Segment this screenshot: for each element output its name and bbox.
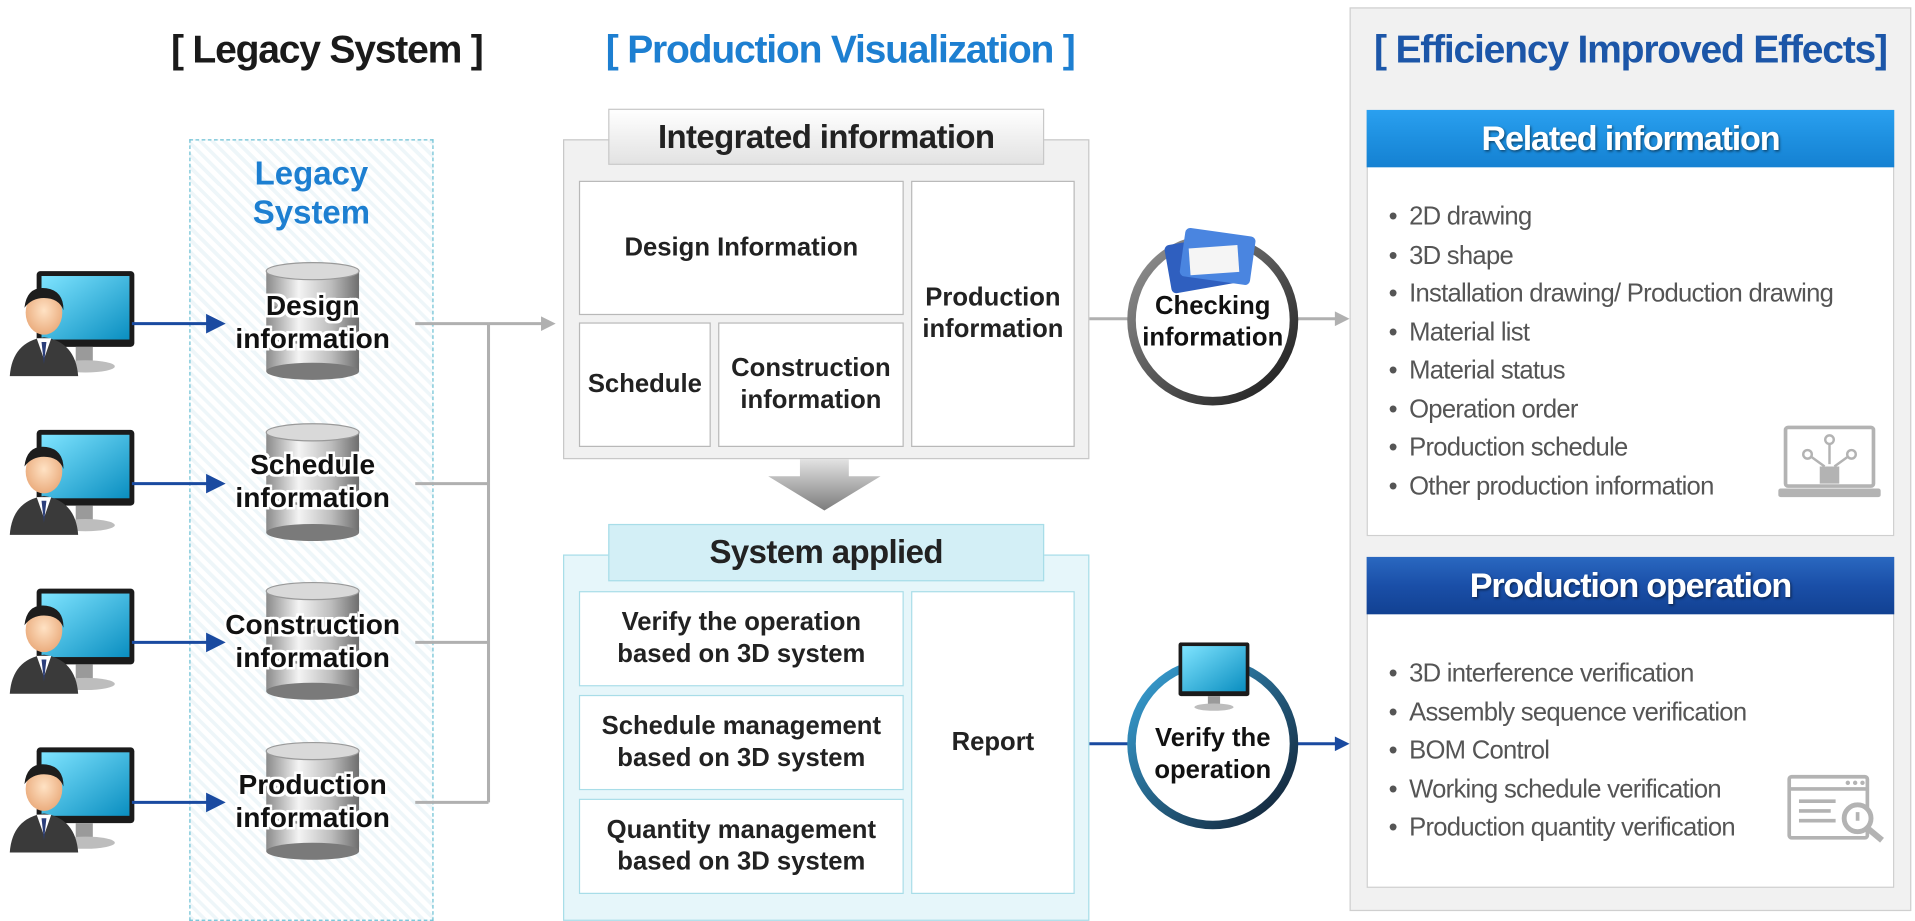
production-visualization-header: [ Production Visualization ] [605, 26, 1076, 71]
production-operation-banner: Production operation [1366, 556, 1895, 615]
db-label-line2: information [235, 641, 390, 673]
db-label-line1: Construction [225, 608, 401, 640]
db-label-line2: information [235, 322, 390, 355]
list-item: Assembly sequence verification [1389, 693, 1747, 731]
user-to-db-arrows [131, 313, 226, 813]
circle-connectors [1089, 311, 1350, 752]
construction-line1: Construction [731, 354, 891, 383]
list-item: 3D shape [1389, 236, 1834, 274]
checking-line1: Checking [1155, 291, 1271, 320]
db-connectors [415, 316, 556, 804]
legacy-system-header: [ Legacy System ] [170, 26, 484, 71]
report-box: Report [911, 591, 1075, 894]
production-line1: Production [925, 283, 1061, 312]
checking-line2: information [1142, 323, 1284, 352]
box-line2: based on 3D system [617, 639, 866, 669]
box-line1: Schedule management [601, 712, 881, 741]
construction-information-box: Construction information [718, 322, 904, 447]
db-label-line1: Production [238, 768, 387, 800]
down-arrow-icon [768, 459, 881, 511]
document-search-icon [1787, 774, 1884, 843]
schedule-box: Schedule [578, 322, 711, 447]
db-label-line1: Schedule [250, 448, 376, 480]
verify-line1: Verify the [1155, 724, 1271, 753]
list-item: Material status [1389, 352, 1834, 390]
db-design-label: Design information [214, 289, 412, 355]
box-line1: Verify the operation [621, 608, 862, 637]
schedule-management-box: Schedule management based on 3D system [578, 694, 904, 791]
system-applied-title: System applied [608, 523, 1045, 582]
related-information-list: 2D drawing 3D shape Installation drawing… [1389, 198, 1834, 506]
legacy-title-line1: Legacy [254, 155, 369, 192]
efficiency-header: [ Efficiency Improved Effects] [1374, 26, 1888, 71]
db-production-label: Production information [214, 768, 412, 834]
laptop-network-icon [1778, 425, 1881, 498]
box-line2: based on 3D system [617, 847, 866, 876]
list-item: Installation drawing/ Production drawing [1389, 275, 1834, 313]
checking-circle [1127, 227, 1299, 406]
integrated-title: Integrated information [608, 108, 1045, 165]
box-line1: Quantity management [606, 815, 876, 844]
list-item: BOM Control [1389, 732, 1747, 770]
db-label-line2: information [235, 801, 390, 833]
list-item: Operation order [1389, 390, 1834, 428]
list-item: 2D drawing [1389, 198, 1834, 236]
construction-line2: information [740, 385, 882, 415]
list-item: Production quantity verification [1389, 809, 1747, 847]
production-operation-list: 3D interference verification Assembly se… [1389, 655, 1747, 847]
related-information-banner: Related information [1366, 109, 1895, 168]
db-label-line2: information [235, 481, 390, 513]
production-information-box: Production information [911, 180, 1075, 447]
design-information-box: Design Information [578, 180, 904, 316]
verify-operation-box: Verify the operation based on 3D system [578, 591, 904, 687]
list-item: Material list [1389, 313, 1834, 351]
list-item: Other production information [1389, 467, 1834, 505]
db-label-line1: Design [265, 289, 360, 322]
quantity-management-box: Quantity management based on 3D system [578, 798, 904, 894]
box-line2: based on 3D system [617, 743, 866, 772]
list-item: 3D interference verification [1389, 655, 1747, 693]
verify-line2: operation [1154, 755, 1272, 785]
legacy-title-line2: System [252, 194, 371, 231]
list-item: Production schedule [1389, 429, 1834, 467]
production-line2: information [922, 315, 1064, 344]
db-schedule-label: Schedule information [214, 448, 412, 514]
list-item: Working schedule verification [1389, 770, 1747, 808]
verify-operation-label: Verify the operation [1121, 723, 1304, 787]
verify-circle [1127, 642, 1299, 830]
checking-information-label: Checking information [1121, 291, 1304, 355]
legacy-system-title: Legacy System [189, 154, 433, 232]
db-construction-label: Construction information [214, 608, 412, 674]
